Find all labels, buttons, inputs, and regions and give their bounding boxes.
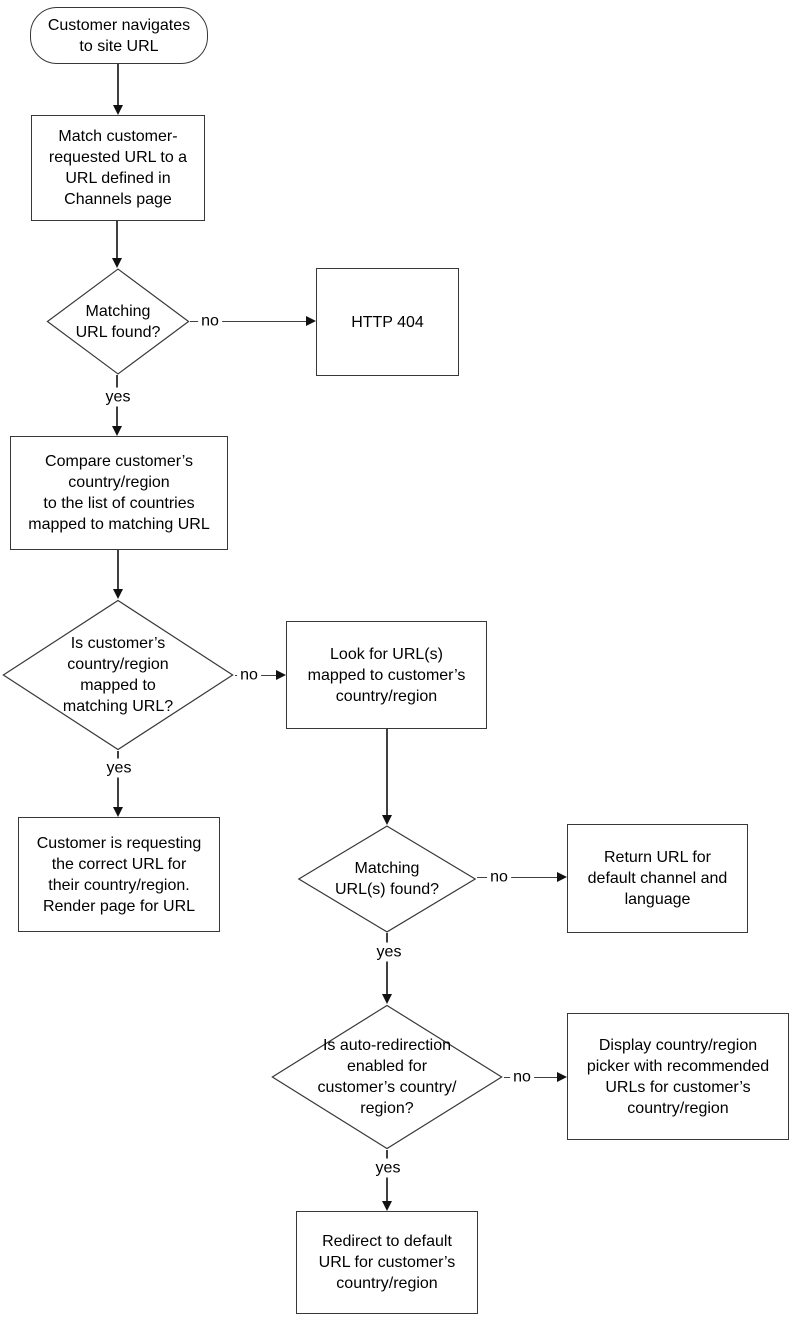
node-decision-country-mapped: Is customer’s country/region mapped to m… bbox=[1, 599, 235, 751]
diamond-shape bbox=[270, 1004, 504, 1150]
edge-label-no: no bbox=[237, 665, 261, 685]
node-decision-auto-redirect: Is auto-redirection enabled for customer… bbox=[270, 1004, 504, 1150]
connector-line bbox=[386, 729, 388, 815]
arrowhead bbox=[276, 669, 286, 680]
node-decision-url-found-label: Matching URL found? bbox=[75, 302, 161, 341]
arrowhead bbox=[557, 1071, 567, 1082]
node-decision-auto-redirect-label: Is auto-redirection enabled for customer… bbox=[317, 1037, 457, 1117]
arrowhead bbox=[111, 258, 122, 268]
node-return-default: Return URL for default channel and langu… bbox=[567, 824, 748, 933]
arrowhead bbox=[306, 315, 316, 326]
edge-label-no: no bbox=[487, 867, 511, 887]
edge-label-yes: yes bbox=[102, 387, 134, 407]
diamond-shape bbox=[1, 599, 235, 751]
edge-label-no: no bbox=[198, 311, 222, 331]
node-decision-country-mapped-label: Is customer’s country/region mapped to m… bbox=[62, 635, 174, 715]
arrowhead bbox=[112, 105, 123, 115]
arrowhead bbox=[381, 1201, 392, 1211]
arrowhead bbox=[381, 994, 392, 1004]
node-look-for-urls: Look for URL(s) mapped to customer’s cou… bbox=[286, 621, 487, 729]
arrowhead bbox=[112, 589, 123, 599]
node-http-404: HTTP 404 bbox=[316, 268, 459, 376]
connector-line bbox=[190, 320, 306, 322]
edge-label-no: no bbox=[510, 1067, 534, 1087]
node-redirect-default: Redirect to default URL for customer’s c… bbox=[296, 1211, 478, 1314]
node-compare-country: Compare customer’s country/region to the… bbox=[10, 436, 228, 550]
node-redirect-default-label: Redirect to default URL for customer’s c… bbox=[318, 1233, 456, 1292]
node-display-picker-label: Display country/region picker with recom… bbox=[586, 1036, 770, 1117]
node-decision-url-found: Matching URL found? bbox=[46, 268, 190, 375]
node-render-page-label: Customer is requesting the correct URL f… bbox=[36, 834, 202, 915]
node-match-url: Match customer- requested URL to a URL d… bbox=[31, 115, 205, 221]
edge-label-yes: yes bbox=[372, 1158, 404, 1178]
arrowhead bbox=[381, 815, 392, 825]
diamond-shape bbox=[46, 268, 190, 375]
node-compare-country-label: Compare customer’s country/region to the… bbox=[28, 453, 210, 533]
connector-line bbox=[117, 550, 119, 589]
node-http-404-label: HTTP 404 bbox=[351, 313, 424, 331]
node-look-for-urls-label: Look for URL(s) mapped to customer’s cou… bbox=[307, 645, 466, 705]
connector-line bbox=[117, 64, 119, 106]
edge-label-yes: yes bbox=[373, 942, 405, 962]
node-start-terminator: Customer navigates to site URL bbox=[30, 7, 208, 64]
diamond-shape bbox=[297, 825, 477, 933]
connector-line bbox=[116, 221, 118, 258]
node-start-label: Customer navigates to site URL bbox=[47, 16, 191, 55]
edge-label-yes: yes bbox=[103, 758, 135, 778]
node-decision-urls-found-label: Matching URL(s) found? bbox=[334, 860, 440, 898]
node-match-url-label: Match customer- requested URL to a URL d… bbox=[48, 128, 188, 208]
node-render-page: Customer is requesting the correct URL f… bbox=[18, 817, 220, 932]
connector-line bbox=[117, 751, 119, 807]
arrowhead bbox=[112, 807, 123, 817]
arrowhead bbox=[557, 871, 567, 882]
node-return-default-label: Return URL for default channel and langu… bbox=[587, 849, 728, 908]
connector-line bbox=[386, 933, 388, 994]
connector-line bbox=[477, 876, 557, 878]
node-display-picker: Display country/region picker with recom… bbox=[567, 1013, 789, 1140]
arrowhead bbox=[111, 426, 122, 436]
node-decision-urls-found: Matching URL(s) found? bbox=[297, 825, 477, 933]
